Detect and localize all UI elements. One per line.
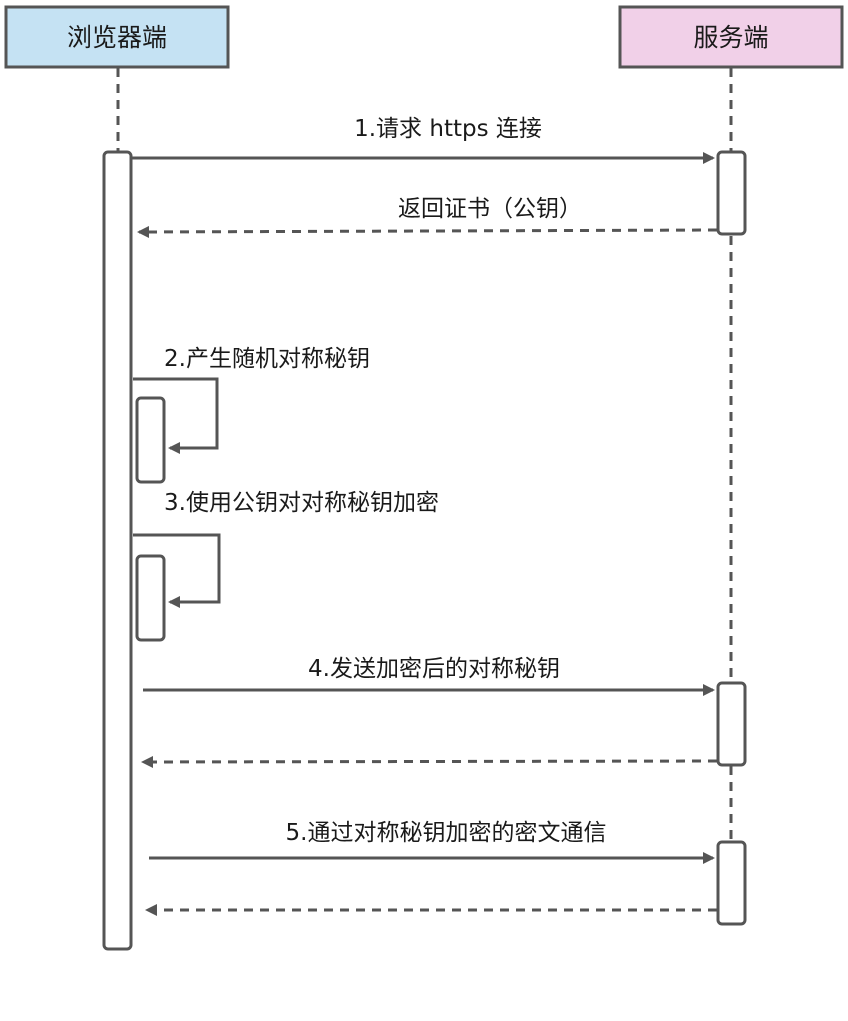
message-2-self-arrow [133,377,219,454]
browser-activation-bar [102,150,133,951]
message-1-label: 1.请求 https 连接 [354,116,542,142]
message-3-label: 3.使用公钥对对称秘钥加密 [164,490,439,516]
browser-participant-label: 浏览器端 [67,23,167,52]
browser-participant-box [4,5,230,69]
server-activation-1 [716,150,747,236]
server-activation-2 [716,681,747,767]
server-participant-label: 服务端 [693,23,768,52]
browser-self-activation-2 [135,554,166,642]
message-5-label: 5.通过对称秘钥加密的密文通信 [286,820,607,846]
message-3-self-arrow [133,533,221,608]
reply-1-arrow [137,225,718,238]
server-participant: 服务端 [618,5,844,69]
message-2-label: 2.产生随机对称秘钥 [164,346,370,372]
browser-self-activation-1 [135,396,166,484]
browser-participant: 浏览器端 [4,5,230,69]
message-4-label: 4.发送加密后的对称秘钥 [308,656,560,682]
server-activation-3 [716,840,747,926]
reply-1-label: 返回证书（公钥） [398,196,582,222]
reply-4-arrow [141,755,718,768]
server-participant-box [618,5,844,69]
